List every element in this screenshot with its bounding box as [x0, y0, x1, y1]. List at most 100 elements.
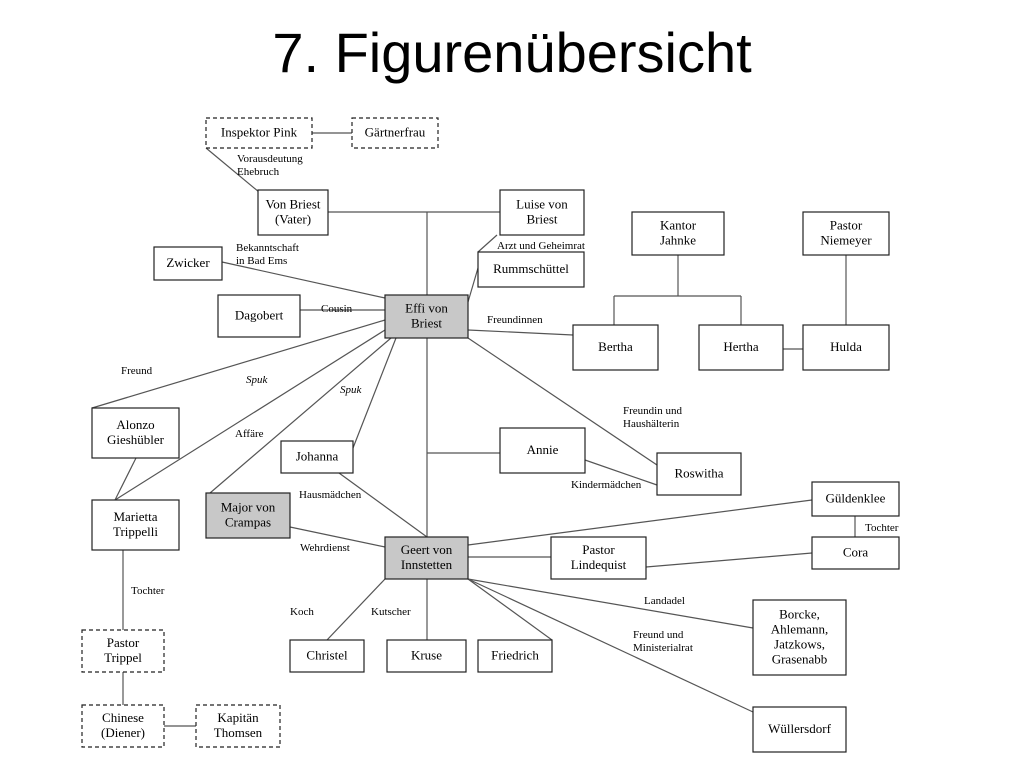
relationship-label-spuk-2: Spuk	[340, 384, 363, 396]
node-label: Niemeyer	[820, 233, 872, 248]
node-box	[205, 117, 313, 149]
node-box	[656, 452, 742, 496]
node-box	[91, 499, 180, 551]
node-box	[386, 639, 467, 673]
node-zwicker: Zwicker	[153, 246, 223, 281]
node-box	[499, 427, 586, 474]
node-label: Gärtnerfrau	[365, 125, 426, 140]
relationship-label-freundin-haushaelterin: Freundin und	[623, 405, 682, 417]
node-box	[631, 211, 725, 256]
node-borcke-group: Borcke,Ahlemann,Jatzkows,Grasenabb	[752, 599, 847, 676]
relationship-label-bekanntschaft: Bekanntschaft	[236, 242, 299, 254]
node-box	[81, 629, 165, 673]
node-label: Trippel	[104, 650, 142, 665]
node-label: Roswitha	[674, 466, 723, 481]
node-label: Borcke,	[779, 607, 820, 622]
node-label: Güldenklee	[826, 491, 886, 506]
relationship-label-arzt: Arzt und Geheimrat	[497, 240, 585, 252]
node-box	[698, 324, 784, 371]
connection-lines	[91, 132, 856, 727]
connection-line	[467, 329, 574, 336]
connection-line	[114, 457, 137, 501]
node-roswitha: Roswitha	[656, 452, 742, 496]
node-label: Zwicker	[166, 255, 210, 270]
node-label: Alonzo	[116, 417, 154, 432]
node-label: Christel	[306, 648, 348, 663]
node-label: Major von	[221, 500, 276, 515]
node-label: Lindequist	[571, 557, 627, 572]
node-box	[752, 599, 847, 676]
node-label: Trippelli	[113, 524, 158, 539]
node-gaertnerfrau: Gärtnerfrau	[351, 117, 439, 149]
connection-line	[467, 578, 553, 641]
connection-line	[477, 234, 498, 253]
node-kruse: Kruse	[386, 639, 467, 673]
node-label: Annie	[527, 442, 559, 457]
relationship-label-vorausdeutung: Vorausdeutung	[237, 153, 303, 165]
node-johanna: Johanna	[280, 440, 354, 474]
node-label: Pastor	[830, 218, 863, 233]
connection-line	[467, 578, 754, 713]
node-label: Rummschüttel	[493, 261, 569, 276]
connection-line	[91, 319, 386, 409]
connection-line	[645, 552, 813, 568]
node-label: Jatzkows,	[774, 637, 825, 652]
node-label: Ahlemann,	[771, 622, 828, 637]
slide-title: 7. Figurenübersicht	[272, 21, 752, 84]
connection-line	[467, 267, 479, 303]
node-gueldenklee: Güldenklee	[811, 481, 900, 517]
node-box	[811, 536, 900, 570]
relationship-label-koch: Koch	[290, 606, 314, 618]
connection-line	[584, 459, 658, 486]
node-box	[280, 440, 354, 474]
node-box	[257, 189, 329, 236]
node-box	[91, 407, 180, 459]
node-box	[153, 246, 223, 281]
node-label: Inspektor Pink	[221, 125, 298, 140]
node-box	[217, 294, 301, 338]
node-label: Pastor	[107, 635, 140, 650]
node-box	[351, 117, 439, 149]
connection-line	[467, 499, 813, 546]
node-box	[550, 536, 647, 580]
node-label: Cora	[843, 545, 869, 560]
node-label: Crampas	[225, 515, 271, 530]
node-label: Hulda	[830, 339, 862, 354]
node-box	[572, 324, 659, 371]
node-label: Briest	[526, 212, 557, 227]
node-label: Wüllersdorf	[768, 721, 831, 736]
relationship-label-freund-ministerialrat: Ministerialrat	[633, 642, 693, 654]
relationship-label-kindermaedchen: Kindermädchen	[571, 479, 642, 491]
node-hulda: Hulda	[802, 324, 890, 371]
node-label: Hertha	[723, 339, 759, 354]
node-dagobert: Dagobert	[217, 294, 301, 338]
relationship-label-freundinnen: Freundinnen	[487, 314, 543, 326]
node-label: Gieshübler	[107, 432, 165, 447]
node-bertha: Bertha	[572, 324, 659, 371]
node-cora: Cora	[811, 536, 900, 570]
connection-line	[289, 526, 386, 548]
connection-line	[352, 337, 397, 449]
relationship-label-freundin-haushaelterin: Haushälterin	[623, 418, 680, 430]
node-box	[384, 294, 469, 339]
relationship-label-freund: Freund	[121, 365, 153, 377]
node-chinese: Chinese(Diener)	[81, 704, 165, 748]
connection-line	[221, 261, 386, 299]
node-label: Bertha	[598, 339, 633, 354]
node-label: Chinese	[102, 710, 144, 725]
node-label: Effi von	[405, 301, 448, 316]
node-inspektor-pink: Inspektor Pink	[205, 117, 313, 149]
node-box	[289, 639, 365, 673]
node-box	[802, 211, 890, 256]
